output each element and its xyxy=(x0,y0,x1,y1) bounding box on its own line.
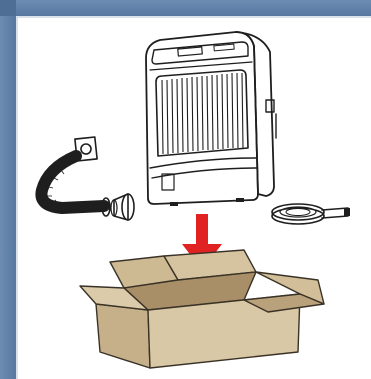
window-corner xyxy=(0,0,16,16)
air-vent-grille xyxy=(162,73,243,154)
air-conditioner-unit xyxy=(146,32,276,206)
cardboard-box xyxy=(80,250,324,368)
window-top-strip xyxy=(0,0,371,16)
hose-nozzle xyxy=(111,194,134,220)
sealing-tape xyxy=(272,204,350,224)
exhaust-hose xyxy=(41,156,110,216)
illustration-panel xyxy=(18,18,371,379)
window-left-strip xyxy=(0,0,16,379)
unpacking-illustration xyxy=(18,18,371,379)
